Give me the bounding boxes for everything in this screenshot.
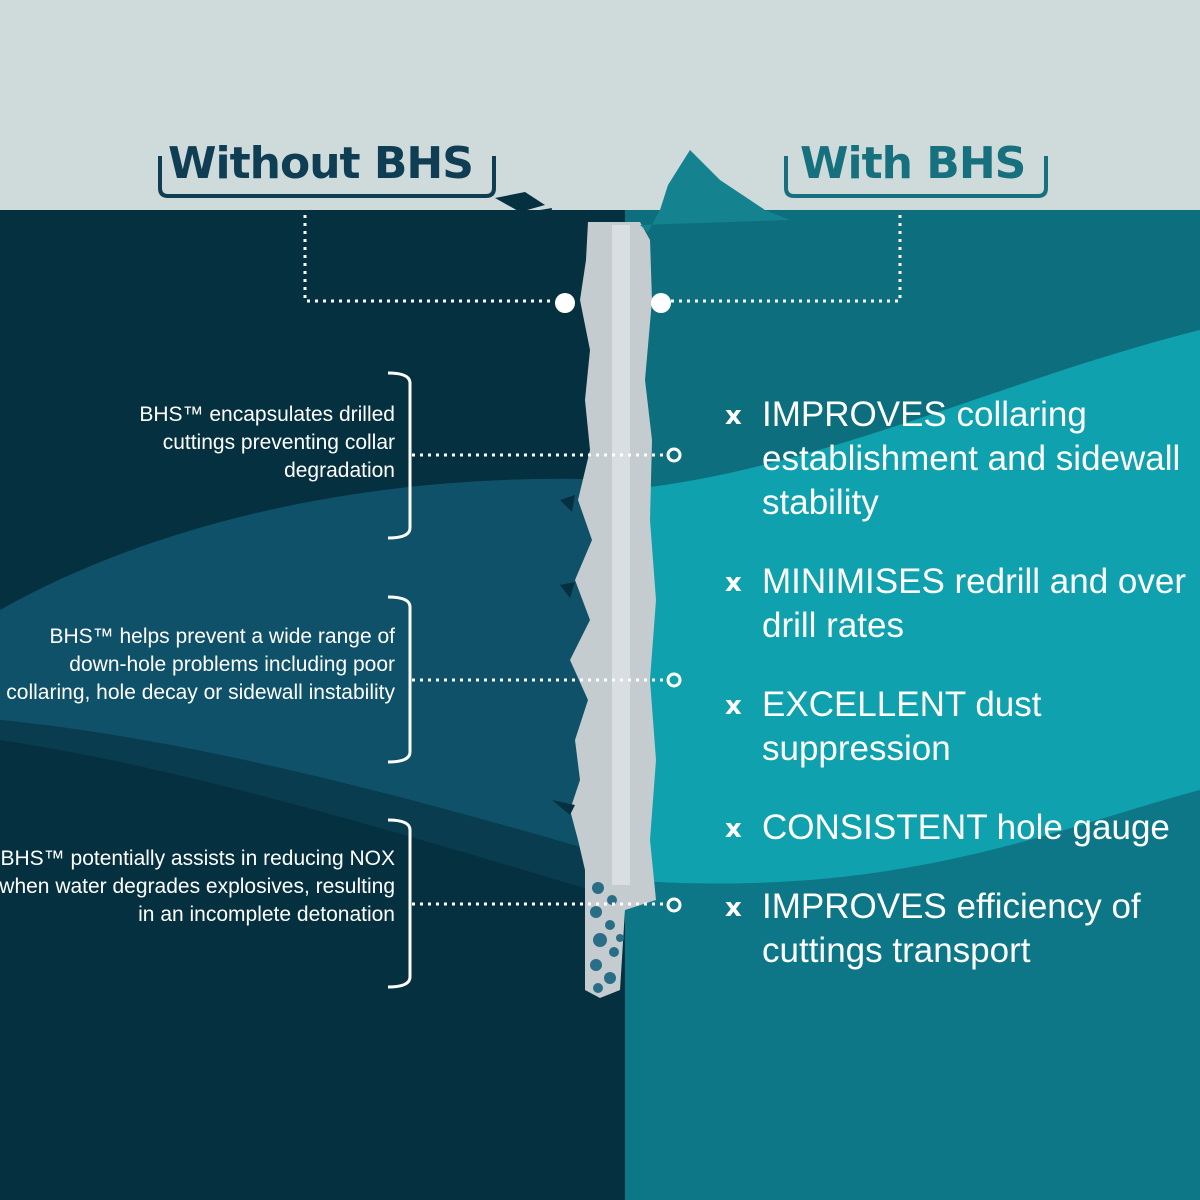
note-connector-2: [387, 595, 682, 764]
benefit-item: x EXCELLENT dust suppression: [725, 683, 1195, 771]
benefits-list: x IMPROVES collaring establishment and s…: [725, 393, 1195, 1008]
borehole-shine: [612, 225, 630, 885]
right-ground-bright-band: [625, 330, 1200, 884]
note-prevents-downhole-problems: BHS™ helps prevent a wide range of down-…: [6, 625, 395, 704]
x-mark-icon: x: [725, 814, 742, 844]
benefit-text: CONSISTENT hole gauge: [762, 808, 1170, 847]
x-mark-icon: x: [725, 893, 742, 923]
heading-with-bhs: With BHS: [800, 138, 1026, 189]
heading-bracket-left: [158, 156, 496, 198]
right-ground-upper: [625, 210, 1200, 490]
sky-background: [0, 0, 1200, 220]
note-encapsulates-cuttings: BHS™ encapsulates drilled cuttings preve…: [139, 403, 395, 482]
note-reduces-nox: BHS™ potentially assists in reducing NOX…: [0, 847, 395, 926]
benefit-item: x IMPROVES efficiency of cuttings transp…: [725, 885, 1195, 973]
benefit-item: x IMPROVES collaring establishment and s…: [725, 393, 1195, 525]
left-ground-band: [0, 478, 625, 860]
right-ground-lower: [625, 790, 1200, 1200]
leader-dot-without-bhs: [555, 293, 575, 313]
x-mark-icon: x: [725, 691, 742, 721]
x-mark-icon: x: [725, 401, 742, 431]
benefit-text: IMPROVES efficiency of cuttings transpor…: [762, 887, 1141, 970]
heading-without-bhs: Without BHS: [168, 138, 474, 189]
right-intact-collar: [640, 150, 790, 232]
benefit-item: x MINIMISES redrill and over drill rates: [725, 560, 1195, 648]
collar-debris: [495, 192, 582, 815]
note-connector-3: [387, 818, 682, 989]
leader-dot-with-bhs: [651, 293, 671, 313]
x-mark-icon: x: [725, 568, 742, 598]
benefit-item: x CONSISTENT hole gauge: [725, 806, 1195, 850]
benefit-text: IMPROVES collaring establishment and sid…: [762, 395, 1181, 522]
benefit-text: EXCELLENT dust suppression: [762, 685, 1042, 768]
heading-bracket-right: [784, 156, 1048, 198]
benefit-text: MINIMISES redrill and over drill rates: [762, 562, 1187, 645]
cuttings-plug: [590, 882, 624, 993]
left-ground-streak: [0, 720, 625, 900]
note-connector-1: [387, 371, 682, 540]
